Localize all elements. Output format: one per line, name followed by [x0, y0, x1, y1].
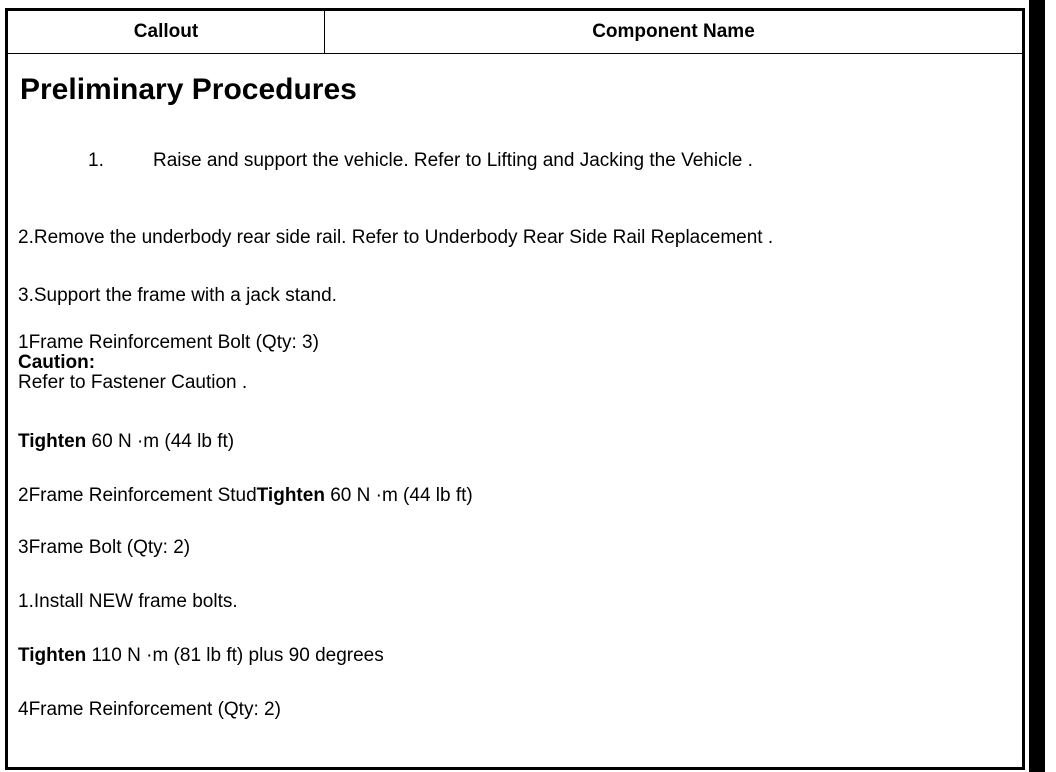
- torque-value: 110 N ·m (81 lb ft) plus 90 degrees: [86, 645, 384, 666]
- torque-value: 60 N ·m (44 lb ft): [324, 485, 473, 506]
- item3-text: 3Frame Bolt (Qty: 2): [18, 537, 191, 558]
- header-callout: Callout: [8, 11, 325, 53]
- tighten-label: Tighten: [256, 485, 325, 506]
- section-title: Preliminary Procedures: [20, 73, 357, 106]
- tighten-label: Tighten: [18, 431, 87, 452]
- item1-torque: Tighten 60 N ·m (44 lb ft): [18, 431, 234, 453]
- step3-text: 3.Support the frame with a jack stand.: [18, 285, 337, 306]
- caution-label: Caution:: [18, 352, 96, 373]
- step1-text: Raise and support the vehicle. Refer to …: [153, 150, 753, 171]
- item3-step: 1.Install NEW frame bolts.: [18, 591, 238, 612]
- step1-number: 1.: [88, 150, 104, 171]
- torque-value: 60 N ·m (44 lb ft): [86, 431, 235, 452]
- item2-text: 2Frame Reinforcement StudTighten 60 N ·m…: [18, 485, 473, 507]
- item4-text: 4Frame Reinforcement (Qty: 2): [18, 699, 281, 720]
- header-component-name: Component Name: [592, 21, 755, 42]
- procedure-table: Callout Component Name Preliminary Proce…: [5, 8, 1025, 770]
- table-header: Callout Component Name: [8, 11, 1022, 54]
- item3-torque: Tighten 110 N ·m (81 lb ft) plus 90 degr…: [18, 645, 384, 667]
- scrollbar[interactable]: [1029, 0, 1045, 772]
- item2-name: 2Frame Reinforcement Stud: [18, 485, 257, 506]
- caution-text: Refer to Fastener Caution .: [18, 372, 248, 393]
- step2-text: 2.Remove the underbody rear side rail. R…: [18, 227, 774, 248]
- item1-text: 1Frame Reinforcement Bolt (Qty: 3): [18, 332, 319, 353]
- tighten-label: Tighten: [18, 645, 87, 666]
